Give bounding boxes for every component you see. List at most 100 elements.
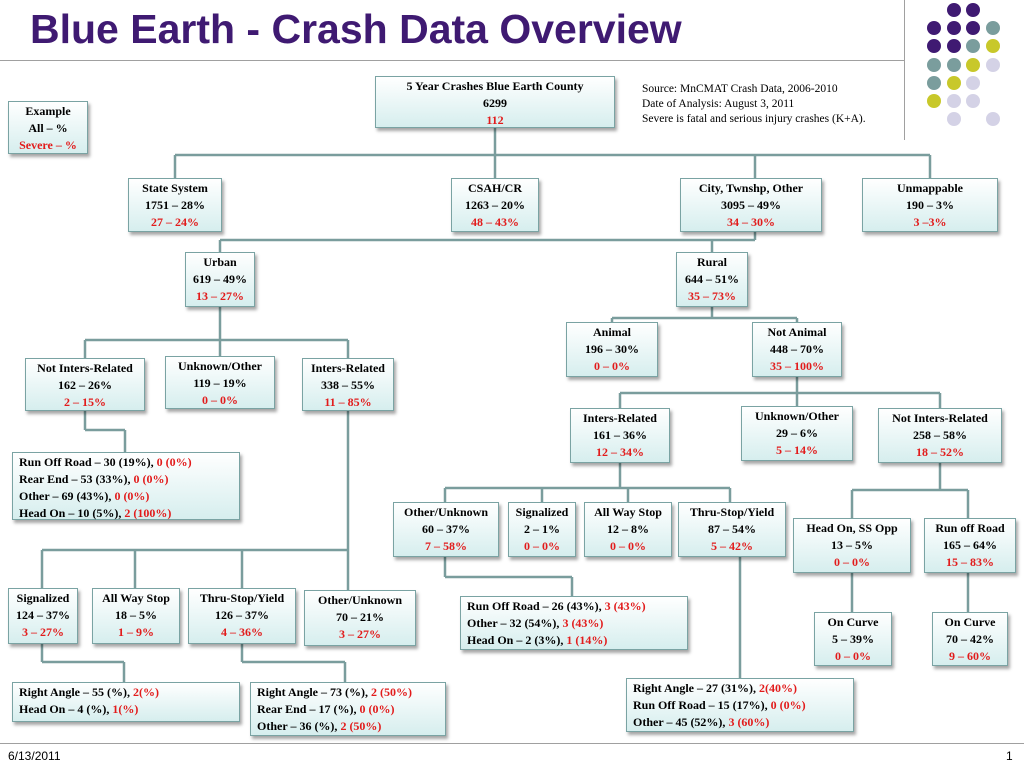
decorative-dot: [966, 39, 980, 54]
node-rural-not-inters: Not Inters-Related 258 – 58% 18 – 52%: [878, 408, 1002, 463]
node-label: Unmappable: [896, 181, 964, 195]
detail-line: Other – 69 (43%), 0 (0%): [19, 489, 150, 503]
node-count: 1263 – 20%: [465, 198, 525, 212]
decorative-dot: [966, 75, 980, 90]
decorative-dot: [985, 21, 1000, 36]
node-count: 13 – 5%: [831, 538, 873, 552]
node-count: 619 – 49%: [193, 272, 247, 286]
node-severe: 0 – 0%: [524, 539, 560, 553]
node-severe: 11 – 85%: [324, 395, 372, 409]
decorative-dot: [966, 57, 980, 72]
node-label: Signalized: [515, 505, 569, 519]
detail-line: Right Angle – 73 (%), 2 (50%): [257, 685, 412, 699]
node-label: Not Inters-Related: [892, 411, 988, 425]
node-label: Not Inters-Related: [37, 361, 133, 375]
node-severe: 15 – 83%: [946, 555, 994, 569]
node-root: 5 Year Crashes Blue Earth County 6299 11…: [375, 76, 615, 128]
node-animal: Animal 196 – 30% 0 – 0%: [566, 322, 658, 377]
node-rural-other-unknown: Other/Unknown 60 – 37% 7 – 58%: [393, 502, 499, 557]
node-severe: 35 – 73%: [688, 289, 736, 303]
node-label: City, Twnshp, Other: [698, 181, 804, 195]
decorative-dot: [946, 21, 961, 36]
detail-line: Head On – 2 (3%), 1 (14%): [467, 633, 608, 647]
node-label: Inters-Related: [311, 361, 385, 375]
decorative-dot: [927, 39, 941, 54]
node-on-curve-2: On Curve 70 – 42% 9 – 60%: [932, 612, 1008, 666]
node-severe: 35 – 100%: [770, 359, 824, 373]
decorative-dot: [927, 21, 941, 36]
node-count: 3095 – 49%: [721, 198, 781, 212]
node-count: 70 – 21%: [336, 610, 384, 624]
detail-line: Right Angle – 55 (%), 2(%): [19, 685, 159, 699]
node-count: 448 – 70%: [770, 342, 824, 356]
source-note: Source: MnCMAT Crash Data, 2006-2010 Dat…: [642, 82, 866, 127]
decorative-dot: [946, 75, 961, 90]
node-count: 70 – 42%: [946, 632, 994, 646]
node-severe: 0 – 0%: [834, 555, 870, 569]
node-severe: 4 – 36%: [221, 625, 263, 639]
node-label: Unknown/Other: [754, 409, 840, 423]
node-label: Not Animal: [767, 325, 827, 339]
node-state-system: State System 1751 – 28% 27 – 24%: [128, 178, 222, 232]
node-count: 5 – 39%: [832, 632, 874, 646]
decorative-dot: [966, 94, 980, 108]
node-urban-inters: Inters-Related 338 – 55% 11 – 85%: [302, 358, 394, 411]
node-label: Run off Road: [935, 521, 1005, 535]
node-label: Signalized: [16, 591, 70, 605]
node-urban: Urban 619 – 49% 13 – 27%: [185, 252, 255, 307]
node-count: 12 – 8%: [607, 522, 649, 536]
node-severe: 7 – 58%: [425, 539, 467, 553]
node-severe: 3 – 27%: [22, 625, 64, 639]
node-label: On Curve: [827, 615, 879, 629]
node-unmappable: Unmappable 190 – 3% 3 –3%: [862, 178, 998, 232]
node-rural-all-way-stop: All Way Stop 12 – 8% 0 – 0%: [584, 502, 672, 557]
node-rural-signalized: Signalized 2 – 1% 0 – 0%: [508, 502, 576, 557]
node-count: 165 – 64%: [943, 538, 997, 552]
header-divider: [0, 60, 905, 61]
detail-rural-thru-stop: Right Angle – 27 (31%), 2(40%) Run Off R…: [626, 678, 854, 732]
node-count: 119 – 19%: [193, 376, 247, 390]
node-label: Urban: [203, 255, 237, 269]
node-severe: 2 – 15%: [64, 395, 106, 409]
footer-date: 6/13/2011: [8, 749, 61, 763]
node-label: State System: [142, 181, 208, 195]
detail-line: Head On – 10 (5%), 2 (100%): [19, 506, 172, 520]
node-run-off-road: Run off Road 165 – 64% 15 – 83%: [924, 518, 1016, 573]
node-label: Example: [25, 104, 71, 118]
node-count: 190 – 3%: [906, 198, 954, 212]
node-count: 161 – 36%: [593, 428, 647, 442]
page-title: Blue Earth - Crash Data Overview: [30, 6, 682, 52]
node-severe: 0 – 0%: [610, 539, 646, 553]
decorative-dot: [927, 75, 941, 90]
decorative-dot: [927, 94, 941, 108]
detail-urban-signalized: Right Angle – 55 (%), 2(%) Head On – 4 (…: [12, 682, 240, 722]
footer-divider: [0, 743, 1024, 744]
node-label: CSAH/CR: [467, 181, 522, 195]
node-severe: 34 – 30%: [727, 215, 775, 229]
node-not-animal: Not Animal 448 – 70% 35 – 100%: [752, 322, 842, 377]
node-severe: 3 –3%: [913, 215, 947, 229]
node-count: 87 – 54%: [708, 522, 756, 536]
node-severe: 13 – 27%: [196, 289, 244, 303]
node-count: 6299: [483, 96, 507, 110]
node-count: 196 – 30%: [585, 342, 639, 356]
detail-line: Run Off Road – 30 (19%), 0 (0%): [19, 455, 192, 469]
node-on-curve-1: On Curve 5 – 39% 0 – 0%: [814, 612, 892, 666]
decorative-dot: [966, 3, 980, 17]
node-severe: 48 – 43%: [471, 215, 519, 229]
node-head-on-ss-opp: Head On, SS Opp 13 – 5% 0 – 0%: [793, 518, 911, 573]
node-count: All – %: [28, 121, 68, 135]
detail-line: Other – 36 (%), 2 (50%): [257, 719, 382, 733]
node-severe: 5 – 42%: [711, 539, 753, 553]
node-count: 60 – 37%: [422, 522, 470, 536]
node-urban-thru-stop: Thru-Stop/Yield 126 – 37% 4 – 36%: [188, 588, 296, 644]
detail-urban-not-inters: Run Off Road – 30 (19%), 0 (0%) Rear End…: [12, 452, 240, 520]
node-label: Thru-Stop/Yield: [199, 591, 285, 605]
node-label: Head On, SS Opp: [806, 521, 898, 535]
decorative-dot: [966, 21, 980, 36]
node-count: 18 – 5%: [115, 608, 157, 622]
node-label: Animal: [592, 325, 631, 339]
node-label: 5 Year Crashes Blue Earth County: [406, 79, 584, 93]
node-count: 644 – 51%: [685, 272, 739, 286]
node-severe: 1 – 9%: [118, 625, 154, 639]
